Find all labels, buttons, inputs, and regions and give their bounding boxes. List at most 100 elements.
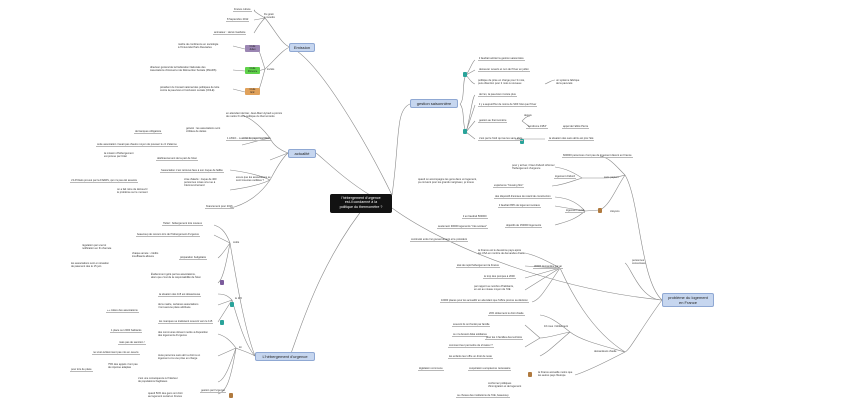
node-les-assos[interactable]: les associations sont en situation de pa… [71, 262, 109, 268]
node-legislation[interactable]: législation commune [418, 367, 444, 372]
node-citoyens[interactable]: citoyens [610, 210, 620, 213]
node-pompes[interactable]: le trop des pompes à 2000 [483, 275, 516, 280]
node-de-hiver[interactable]: de l'an, la pauvreté n'existe plus [478, 93, 517, 98]
node-colere[interactable]: ++ colère des associations [106, 309, 139, 314]
node-syndrome-1954[interactable]: "syndrome 1954" [526, 125, 548, 130]
node-10000-places[interactable]: 10000 places pour les accueillir en atte… [440, 299, 529, 304]
node-sans-papiers[interactable]: sans papiers [604, 176, 619, 179]
node-il-faudrait[interactable]: il faudrait arrêter la gestion saisonniè… [478, 57, 525, 62]
node-institutions[interactable]: ou choses des institutions de l'UE, beau… [456, 394, 510, 399]
node-invites[interactable]: invités [267, 68, 275, 71]
node-hotel[interactable]: l'hôtel : hébergement très couteux [162, 222, 203, 227]
topic-emission[interactable]: Emission [289, 43, 315, 52]
node-pour-gens[interactable]: pour lors de place [70, 368, 93, 373]
node-conformer[interactable]: conformer politiques d'immigration et de… [488, 382, 522, 388]
node-la-mission[interactable]: la mission d'hébergement est prévue par … [104, 152, 134, 158]
node-500000[interactable]: il en faudrait 500000 [462, 215, 488, 220]
node-abbe-pierre[interactable]: appel de l'abbé Pierre [562, 125, 590, 130]
node-consequence[interactable]: c'est une conséquence à l'intérieur de p… [138, 377, 178, 383]
node-cela-veut[interactable]: on a fait mine de découvrir le problème … [117, 188, 148, 194]
node-dispositif[interactable]: des dispositif d'années de retard de con… [494, 195, 552, 200]
invite-badge-3[interactable]: Invité Eric [245, 88, 260, 96]
node-france-accueille[interactable]: la France accueille moins que les autres… [538, 371, 573, 377]
node-situation-ete[interactable]: la situation des sans abris est pire l'é… [548, 137, 595, 142]
topic-gestion-saisonniere[interactable]: gestion saisonnière [410, 99, 458, 108]
invite-badge-2[interactable]: Invité Florence [245, 67, 260, 75]
node-en-attendant[interactable]: en attendant dernier, Jean-Marc Ayrault … [226, 112, 283, 118]
node-banques[interactable]: de banques obligatoire [134, 130, 163, 135]
topic-probleme-logement[interactable]: problème du logement en France [662, 293, 714, 307]
node-france-culture[interactable]: France culture [233, 8, 252, 13]
node-depuis[interactable]: depuis [524, 114, 532, 117]
node-gestion-urgence[interactable]: gestion par l'urgence [200, 389, 226, 394]
node-maitre-conference[interactable]: maître de conférence en sociologie à l'U… [178, 43, 219, 49]
node-objectifs[interactable]: objectifs de 150000 logements [505, 224, 543, 229]
node-desfinancement[interactable]: désfinancement de la part de l'état [156, 157, 198, 162]
node-beaucoup[interactable]: beaucoup de recours lors de l'hébergemen… [136, 233, 200, 238]
node-date[interactable]: 8 Septembre 2012 [226, 18, 250, 23]
node-place-1[interactable]: 1 place sur 2000 habitants [110, 329, 143, 334]
node-couts[interactable]: coûts [233, 241, 240, 244]
node-cooperation[interactable]: coopération européenne nécessaire [468, 367, 512, 372]
node-30000[interactable]: seulement 30000 logements "très sociaux" [437, 225, 488, 230]
node-pas-de-sanction[interactable]: mais pas de sanction ! [118, 341, 146, 346]
node-evidemment[interactable]: Évidemment géré par les associations, al… [151, 273, 201, 279]
node-le-decret[interactable]: l'association n'est retrouvé face à son … [160, 169, 224, 174]
node-preparation[interactable]: préparation budgétaire [179, 256, 208, 261]
node-cette-asso[interactable]: cette association n'avait pas d'autre mo… [96, 143, 178, 148]
node-personnes-concernees[interactable]: personnes concernées [632, 259, 646, 265]
node-sante[interactable]: ne s'est évidemment pas mis en oeuvre [92, 351, 140, 356]
node-le-115[interactable]: le 115 [235, 297, 242, 300]
node-associations[interactable]: 1 ASSO... à arrêté de payer les hôtels [226, 137, 272, 142]
node-cet-resulte[interactable]: c'il d'hôtels prouvé par la FNARS, qui n… [70, 179, 138, 184]
node-les-manques[interactable]: les manques se traduisent souvent vers l… [158, 320, 214, 325]
node-cristal[interactable]: crise d'alerté : risque de 400 personnes… [184, 178, 217, 187]
node-des-communes[interactable]: des communes doivent mettre à dispositio… [158, 331, 208, 337]
node-la-115[interactable]: la situation des 115 est désastreuse [158, 293, 202, 298]
node-genere[interactable]: généré : les associations sont criblées … [186, 127, 221, 133]
central-topic[interactable]: l'hébergement d'urgence est-il condamné … [330, 194, 392, 213]
node-moins-sdf[interactable]: il y a aujourd'hui de moins de SDF l'été… [478, 103, 538, 108]
node-600000[interactable]: 600000 personnes n'ont pas de logement d… [562, 154, 633, 159]
node-financement-2016[interactable]: financement pour 2016 [205, 205, 234, 210]
node-80-sociaux[interactable]: il faudrait 80% de logement sociaux [498, 204, 541, 209]
node-logement-social[interactable]: logement social [565, 209, 586, 214]
node-famille[interactable]: souvent ils ont fondé par famille [452, 323, 491, 328]
node-toute-personne[interactable]: toute personne sans abri a droit à un lo… [158, 354, 201, 360]
node-rapid[interactable]: état de rapid hébergement la France [456, 264, 500, 269]
node-du-grain[interactable]: Du grain à moudre [264, 13, 275, 19]
topic-actualite[interactable]: actualité [288, 149, 316, 158]
node-regulation[interactable]: régulation par une loi notification en f… [82, 244, 112, 250]
node-chaque-annee[interactable]: chaque année : crédits insuffisants allo… [132, 252, 159, 258]
node-16-obtiennent[interactable]: 16 nous n'obtiennent [544, 325, 569, 328]
node-4-familles[interactable]: pour les 4 familles des territoire [485, 336, 524, 341]
node-systeme[interactable]: un système fabrique de la pauvreté [556, 79, 580, 85]
node-logement-abord[interactable]: logement d'abord [554, 175, 576, 180]
node-pour-y-arriver[interactable]: pour y arriver, il faut d'abord réformer… [512, 164, 555, 170]
node-demandeurs-asile[interactable]: demandeurs d'asile [594, 350, 617, 353]
node-froid[interactable]: c'est par le froid qui tue les sans abri… [478, 137, 524, 142]
node-directeur[interactable]: directeur général de la Fédération Natio… [150, 66, 217, 72]
node-continuite[interactable]: continuité entre l'at gouvernement et le… [410, 238, 469, 243]
topic-hebergement-urgence[interactable]: L'hébergement d'urgence [255, 352, 315, 361]
invite-badge-1[interactable]: Invité Julien [245, 45, 260, 53]
node-30000-demandes[interactable]: 30000 demandes par an [533, 265, 564, 270]
node-politique-prise[interactable]: politique de prise en charge pour 3 mois… [478, 79, 525, 85]
node-enfants[interactable]: les enfants leur offre un droit de reste [448, 355, 493, 360]
node-75-appels[interactable]: 75% des appels n'ont pas de réponse adap… [108, 363, 138, 369]
node-par-rapport[interactable]: par rapport au nombre d'habitants, en es… [474, 285, 514, 291]
node-est-ce-que[interactable]: est-ce que les associations se sont trou… [236, 176, 271, 182]
node-gestion-thermometre[interactable]: gestion au thermomètre [478, 119, 508, 124]
node-accompagne[interactable]: quand on accompagne les gens dans un log… [418, 178, 477, 184]
node-animateur[interactable]: animateur : Hervé Gardette [213, 31, 247, 36]
node-de-la-115[interactable]: de la mairie, certaines associations n'o… [158, 303, 199, 309]
node-deuxieme-pays[interactable]: la France est le deuxième pays après les… [478, 249, 525, 255]
node-housing-first[interactable]: expérience "housing first" [493, 184, 525, 189]
node-20-asile[interactable]: 20% obtiennent le droit d'asile [488, 312, 525, 317]
node-inserer[interactable]: comment leur permettre de s'insérer ? [448, 344, 494, 349]
node-president[interactable]: président du Conseil national des politi… [160, 86, 220, 92]
node-demeurer[interactable]: demeurer ouverts et non de l'hiver en ju… [478, 68, 530, 73]
node-delai[interactable]: ce n'a devient délai solidaires [452, 333, 488, 338]
node-quand-50[interactable]: quand 50% des gens ont droit au logement… [148, 392, 183, 398]
node-loi[interactable]: loi [239, 346, 242, 349]
